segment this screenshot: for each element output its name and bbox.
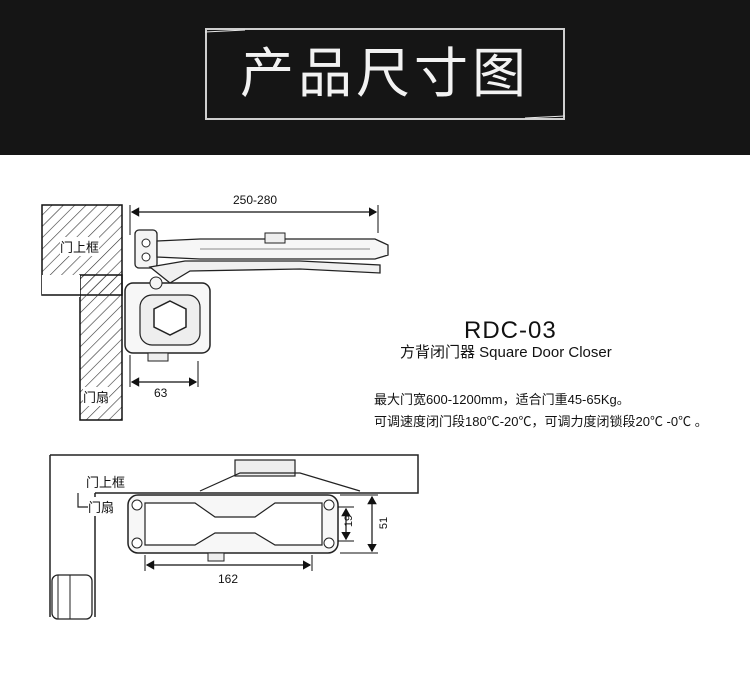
title-frame: [205, 28, 565, 120]
dim-body-label: 63: [154, 386, 168, 400]
door-label-front: 门扇: [88, 497, 115, 516]
drawing-area: 250-280 门上框 门扇 63 RDC-03 方背闭门器 Square Do…: [0, 155, 750, 691]
page-title: 产品尺寸图: [240, 42, 530, 105]
model-name: RDC-03: [464, 317, 557, 344]
frame-label-top: 门上框: [60, 237, 100, 256]
hinge: [51, 574, 93, 620]
front-view: [49, 454, 419, 620]
dim-arm-label: 250-280: [233, 193, 278, 207]
arm-pivot: [134, 229, 158, 269]
spec-line-2: 可调速度闭门段180℃-20℃，可调力度闭锁段20℃ -0℃ 。: [374, 414, 708, 429]
frame-outline: [50, 454, 419, 494]
door-label-top: 门扇: [83, 387, 110, 406]
hex-spindle: [153, 300, 187, 336]
top-view: [41, 204, 389, 421]
frame-label-front: 门上框: [86, 475, 126, 490]
dim-outer-label: 51: [378, 516, 391, 530]
spec-line-1: 最大门宽600-1200mm，适合门重45-65Kg。: [374, 392, 630, 407]
product-subtitle: 方背闭门器 Square Door Closer: [400, 344, 612, 361]
arm-front: [234, 459, 296, 477]
dim-length-label: 162: [218, 572, 239, 586]
technical-drawing: [41, 204, 419, 620]
dim-inner-label: 19: [343, 514, 356, 528]
forearm: [148, 260, 381, 284]
header-banner: 产品尺寸图: [0, 0, 750, 155]
